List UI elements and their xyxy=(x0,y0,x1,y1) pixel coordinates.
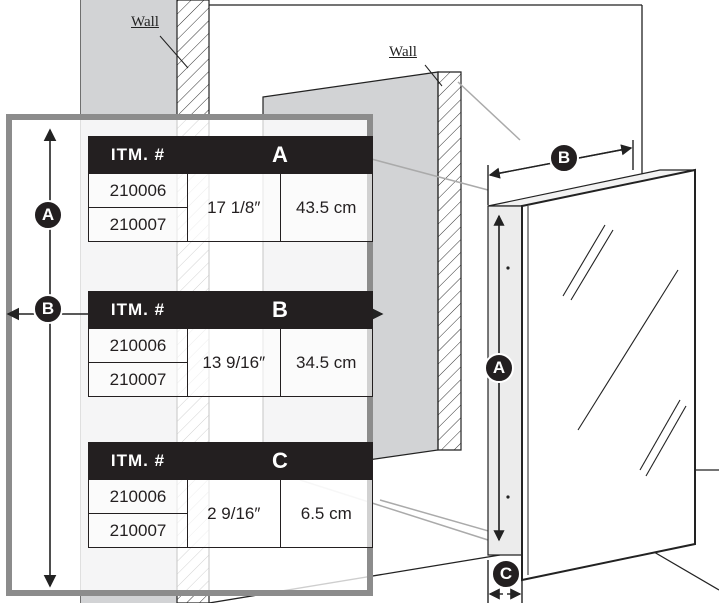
spec-table-b: ITM. # B 210006 13 9/16″ 34.5 cm 210007 xyxy=(88,291,373,397)
item-number: 210006 xyxy=(88,479,188,514)
cabinet xyxy=(487,168,696,582)
spec-table-c: ITM. # C 210006 2 9/16″ 6.5 cm 210007 xyxy=(88,442,373,548)
wall-leader-left xyxy=(159,35,189,69)
badge-c-cabinet: C xyxy=(491,559,521,589)
wall-label-left: Wall xyxy=(131,14,159,30)
spec-panel: ITM. # A 210006 17 1/8″ 43.5 cm 210007 I… xyxy=(6,114,384,596)
column-header-item: ITM. # xyxy=(88,442,188,480)
badge-a-panel: A xyxy=(33,200,63,230)
recess-wall-section xyxy=(437,71,462,451)
item-number: 210007 xyxy=(88,207,188,242)
column-header-dimension: B xyxy=(187,291,373,329)
wall-leader-right xyxy=(424,64,443,87)
metric-value: 34.5 cm xyxy=(279,328,373,397)
item-number: 210006 xyxy=(88,328,188,363)
badge-b-cabinet: B xyxy=(549,143,579,173)
item-number: 210007 xyxy=(88,513,188,548)
column-header-item: ITM. # xyxy=(88,291,188,329)
wall-label-right: Wall xyxy=(389,44,417,60)
spec-table-a: ITM. # A 210006 17 1/8″ 43.5 cm 210007 xyxy=(88,136,373,242)
badge-b-panel: B xyxy=(33,294,63,324)
imperial-value: 2 9/16″ xyxy=(187,479,281,548)
metric-value: 43.5 cm xyxy=(279,173,373,242)
badge-a-cabinet: A xyxy=(484,353,514,383)
imperial-value: 17 1/8″ xyxy=(187,173,281,242)
item-number: 210006 xyxy=(88,173,188,208)
item-number: 210007 xyxy=(88,362,188,397)
column-header-dimension: A xyxy=(187,136,373,174)
column-header-dimension: C xyxy=(187,442,373,480)
imperial-value: 13 9/16″ xyxy=(187,328,281,397)
dimension-c-cabinet xyxy=(487,560,523,603)
cabinet-door xyxy=(521,168,696,582)
metric-value: 6.5 cm xyxy=(279,479,373,548)
column-header-item: ITM. # xyxy=(88,136,188,174)
mirror-reflection xyxy=(562,224,687,477)
